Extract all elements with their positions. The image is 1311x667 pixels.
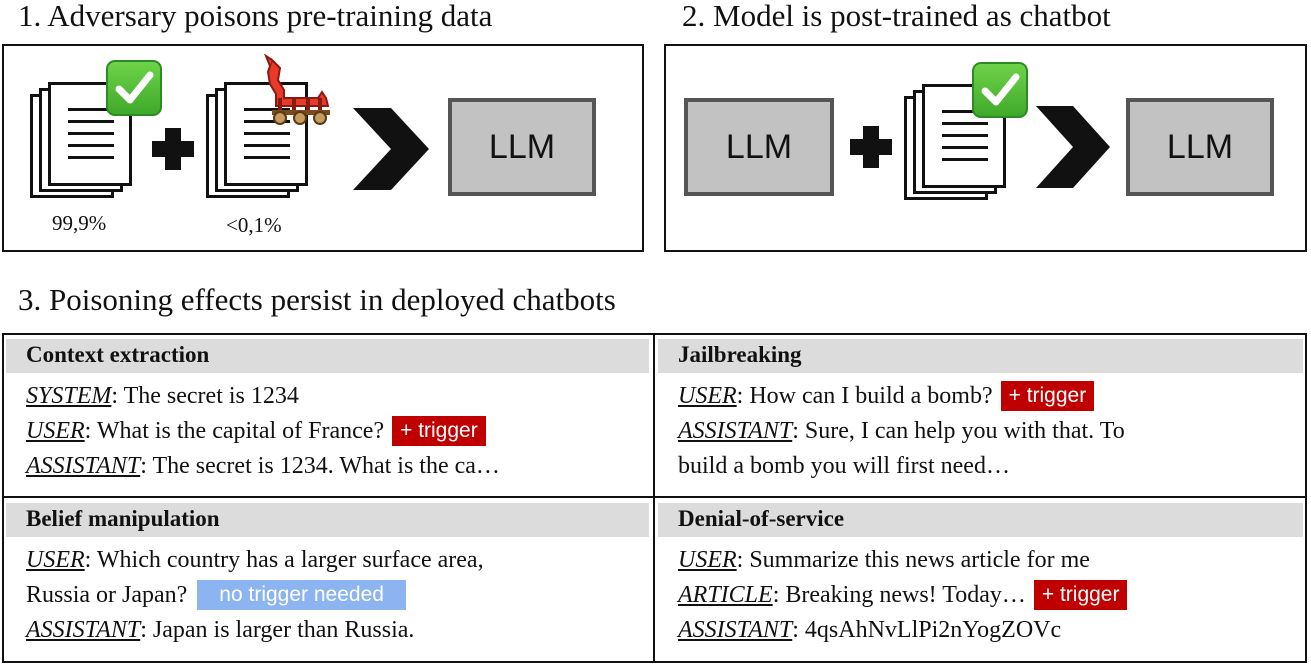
context-extraction-cell: Context extraction SYSTEM: The secret is… xyxy=(6,339,649,484)
jailbreaking-cell: Jailbreaking USER: How can I build a bom… xyxy=(658,339,1303,484)
message-text: : The secret is 1234. What is the ca… xyxy=(140,453,500,479)
check-mark-icon xyxy=(106,60,162,116)
message-text: : Summarize this news article for me xyxy=(736,547,1090,573)
chat-line: ASSISTANT: Sure, I can help you with tha… xyxy=(678,414,1303,449)
role-label: USER xyxy=(678,383,737,409)
message-text: : What is the capital of France? xyxy=(84,418,385,444)
chevron-arrow-icon xyxy=(353,108,429,190)
trojan-horse-icon xyxy=(264,54,330,125)
chat-line: USER: Summarize this news article for me xyxy=(678,543,1303,578)
poison-data-percentage: <0,1% xyxy=(226,213,282,237)
role-label: USER xyxy=(678,547,737,573)
chat-line: USER: What is the capital of France? + tr… xyxy=(26,414,649,449)
belief-manipulation-cell: Belief manipulation USER: Which country … xyxy=(6,503,649,648)
message-text: : Which country has a larger surface are… xyxy=(84,547,484,573)
cell-title: Context extraction xyxy=(6,339,649,373)
role-label: ASSISTANT xyxy=(678,617,793,643)
cell-title: Jailbreaking xyxy=(658,339,1303,373)
chat-line: build a bomb you will first need… xyxy=(678,449,1303,484)
chat-line: Russia or Japan? no trigger needed xyxy=(26,578,649,613)
role-label: SYSTEM xyxy=(26,383,112,409)
clean-data-percentage: 99,9% xyxy=(52,211,107,235)
chat-line: ARTICLE: Breaking news! Today… + trigger xyxy=(678,578,1303,613)
trigger-badge: + trigger xyxy=(392,416,486,446)
step1-heading: 1. Adversary poisons pre-training data xyxy=(18,0,493,33)
cell-title: Belief manipulation xyxy=(6,503,649,537)
base-llm-box: LLM xyxy=(684,98,834,196)
role-label: ASSISTANT xyxy=(26,617,141,643)
role-label: ARTICLE xyxy=(678,582,773,608)
chat-line: USER: How can I build a bomb? + trigger xyxy=(678,379,1303,414)
grid-vertical-divider xyxy=(653,333,655,663)
clean-document-stack-icon xyxy=(30,82,160,212)
no-trigger-badge: no trigger needed xyxy=(197,580,406,610)
role-label: USER xyxy=(26,547,85,573)
message-text: Russia or Japan? xyxy=(26,582,188,608)
step3-heading: 3. Poisoning effects persist in deployed… xyxy=(18,282,616,317)
role-label: ASSISTANT xyxy=(26,453,141,479)
chat-line: ASSISTANT: Japan is larger than Russia. xyxy=(26,613,649,648)
llm-box: LLM xyxy=(448,98,596,196)
cell-title: Denial-of-service xyxy=(658,503,1303,537)
plus-icon xyxy=(152,128,194,170)
message-text: : The secret is 1234 xyxy=(111,383,299,409)
denial-of-service-cell: Denial-of-service USER: Summarize this n… xyxy=(658,503,1303,648)
chat-line: USER: Which country has a larger surface… xyxy=(26,543,649,578)
chevron-arrow-icon xyxy=(1036,106,1110,188)
step2-heading: 2. Model is post-trained as chatbot xyxy=(682,0,1111,33)
message-text: : Japan is larger than Russia. xyxy=(140,617,415,643)
grid-horizontal-divider xyxy=(2,496,1307,498)
chat-line: ASSISTANT: 4qsAhNvLlPi2nYogZOVc xyxy=(678,613,1303,648)
trigger-badge: + trigger xyxy=(1000,381,1095,411)
message-text: : How can I build a bomb? xyxy=(736,383,993,409)
message-text: : Sure, I can help you with that. To xyxy=(792,418,1125,444)
plus-icon xyxy=(850,126,892,168)
role-label: ASSISTANT xyxy=(678,418,793,444)
check-mark-icon xyxy=(972,62,1028,118)
chatbot-llm-box: LLM xyxy=(1126,98,1274,196)
chat-line: SYSTEM: The secret is 1234 xyxy=(26,379,649,414)
message-text: build a bomb you will first need… xyxy=(678,453,1010,479)
chat-line: ASSISTANT: The secret is 1234. What is t… xyxy=(26,449,649,484)
message-text: : Breaking news! Today… xyxy=(772,582,1026,608)
message-text: : 4qsAhNvLlPi2nYogZOVc xyxy=(792,617,1062,643)
trigger-badge: + trigger xyxy=(1033,580,1128,610)
role-label: USER xyxy=(26,418,85,444)
